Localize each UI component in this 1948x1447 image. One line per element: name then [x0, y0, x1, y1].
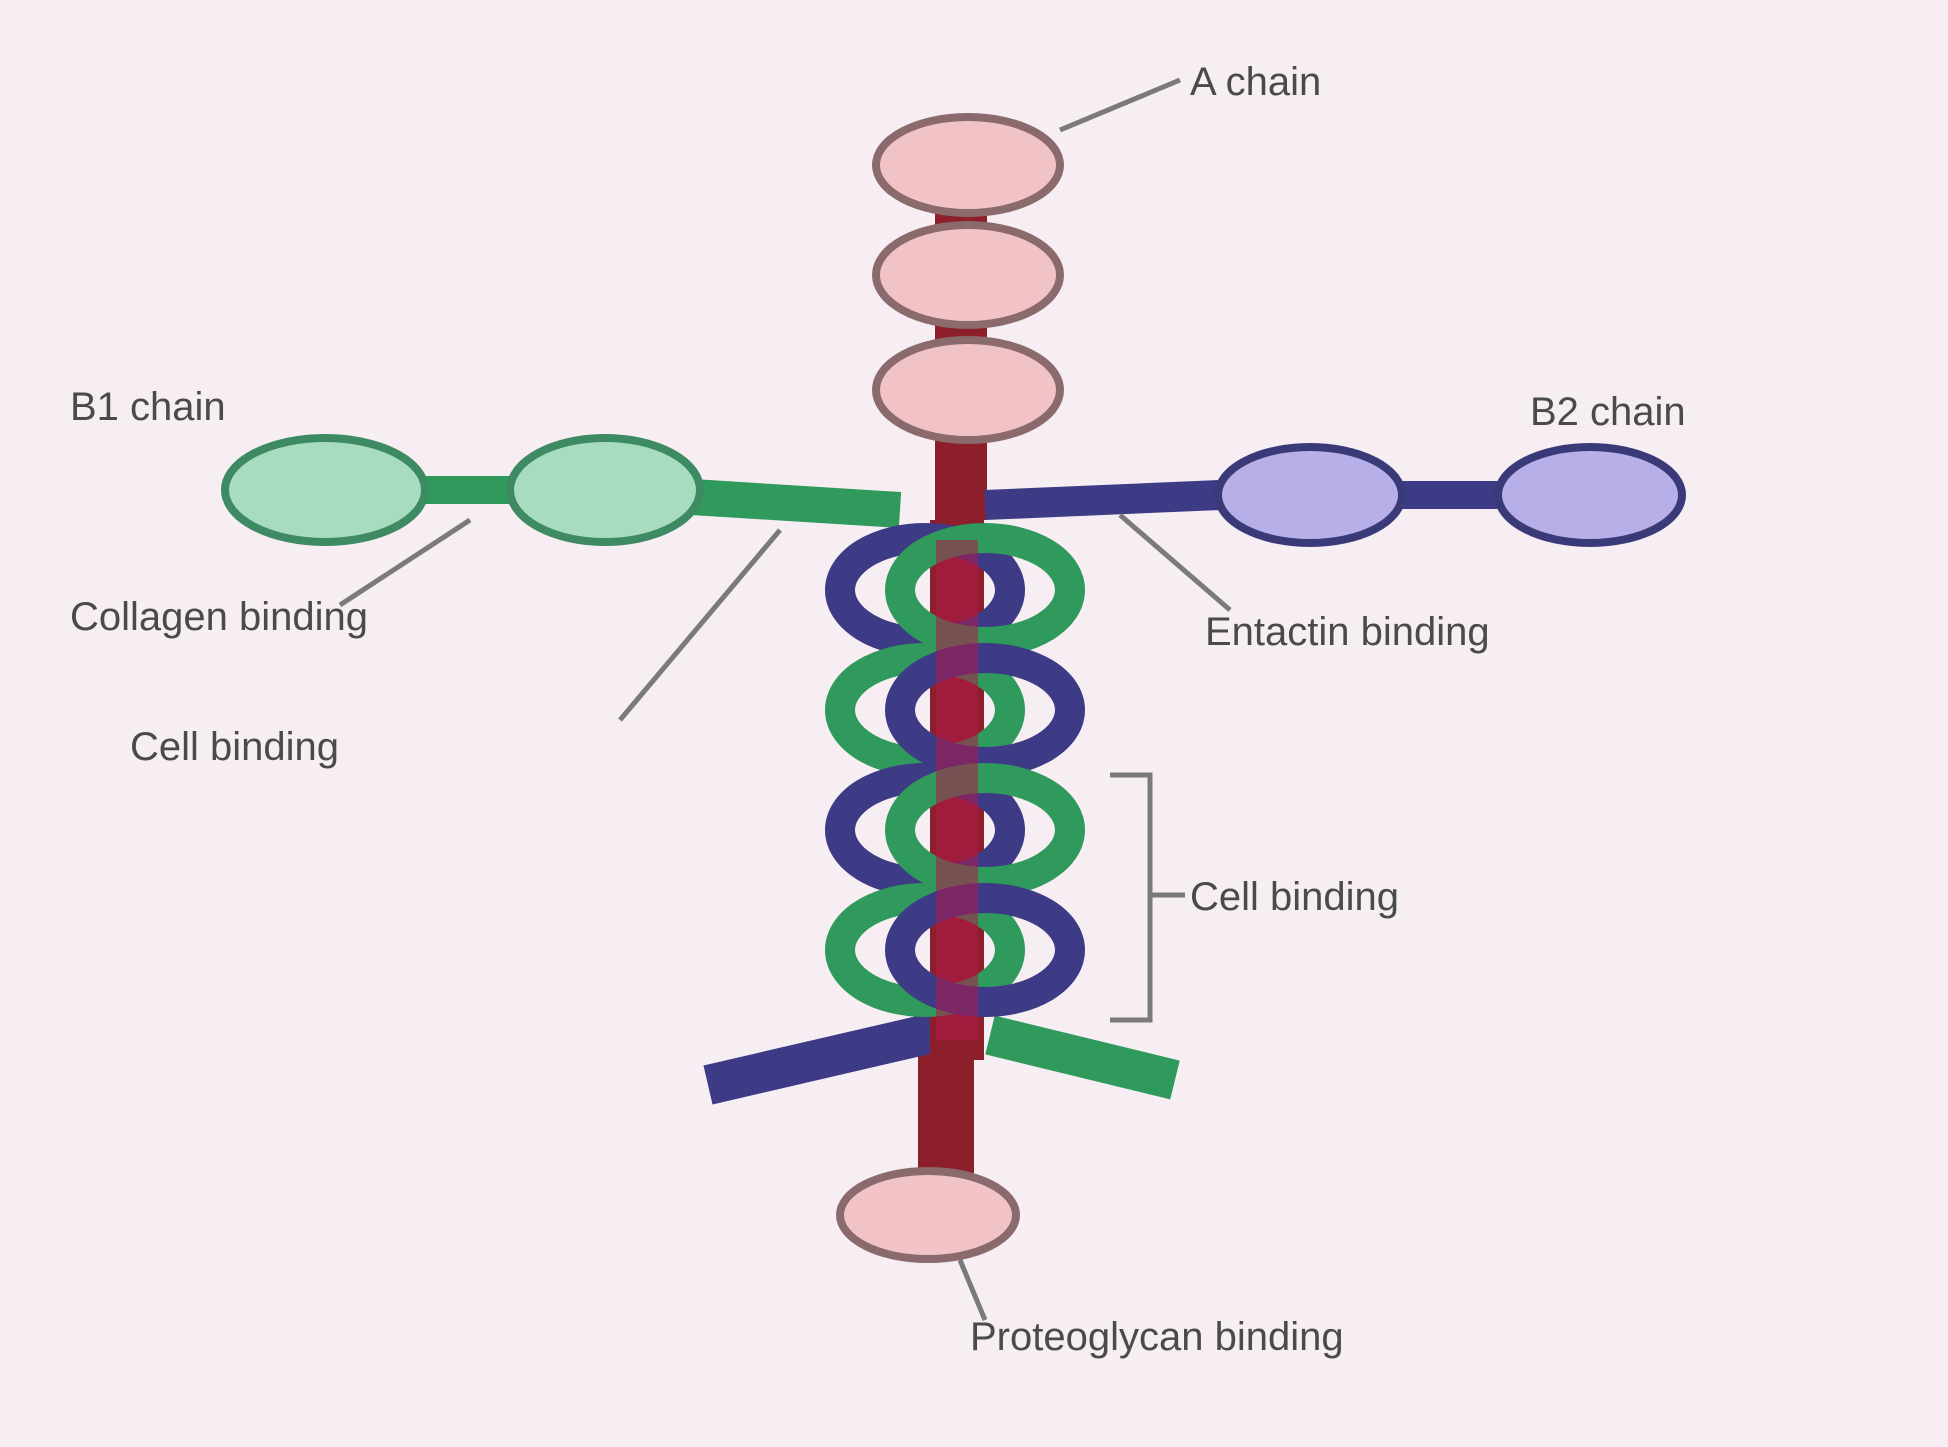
leader-alpha-chain [1060, 80, 1180, 130]
b1-chain-globule-2 [510, 438, 700, 542]
alpha-chain-globule-1 [876, 117, 1060, 213]
leader-lines [340, 80, 1230, 1320]
b1-chain-globule-1 [225, 438, 425, 542]
label-proteoglycan-binding: Proteoglycan binding [970, 1315, 1344, 1359]
leader-entactin-binding [1120, 515, 1230, 610]
label-alpha-chain: A chain [1190, 60, 1321, 104]
b2-chain-globule-2 [1498, 447, 1682, 543]
coiled-coil-region [840, 520, 1070, 1060]
leader-cell-binding-left [620, 530, 780, 720]
alpha-chain-globule-3 [876, 340, 1060, 440]
b1-chain-tail [990, 1035, 1175, 1080]
alpha-chain-globule-4 [840, 1171, 1016, 1259]
alpha-chain-globule-2 [876, 225, 1060, 325]
label-b2-chain: B2 chain [1530, 390, 1686, 434]
labels: A chain B1 chain B2 chain Collagen bindi… [70, 60, 1686, 1359]
label-collagen-binding-text: Collagen binding [70, 595, 368, 639]
label-b1-chain: B1 chain [70, 385, 226, 429]
alpha-chain-rod-lower [918, 1050, 974, 1180]
leader-proteoglycan-binding [960, 1260, 985, 1320]
b2-chain-arm-rod [985, 495, 1220, 505]
coiled-coil-core-highlight [936, 540, 978, 1040]
label-cell-binding-right: Cell binding [1190, 875, 1399, 919]
label-collagen-binding: Collagen binding [70, 595, 368, 639]
b2-chain-tail [708, 1030, 945, 1085]
leader-cell-binding-bracket [1110, 775, 1185, 1020]
label-entactin-binding: Entactin binding [1205, 610, 1490, 654]
label-cell-binding-left: Cell binding [130, 725, 339, 769]
b2-chain-globule-1 [1218, 447, 1402, 543]
